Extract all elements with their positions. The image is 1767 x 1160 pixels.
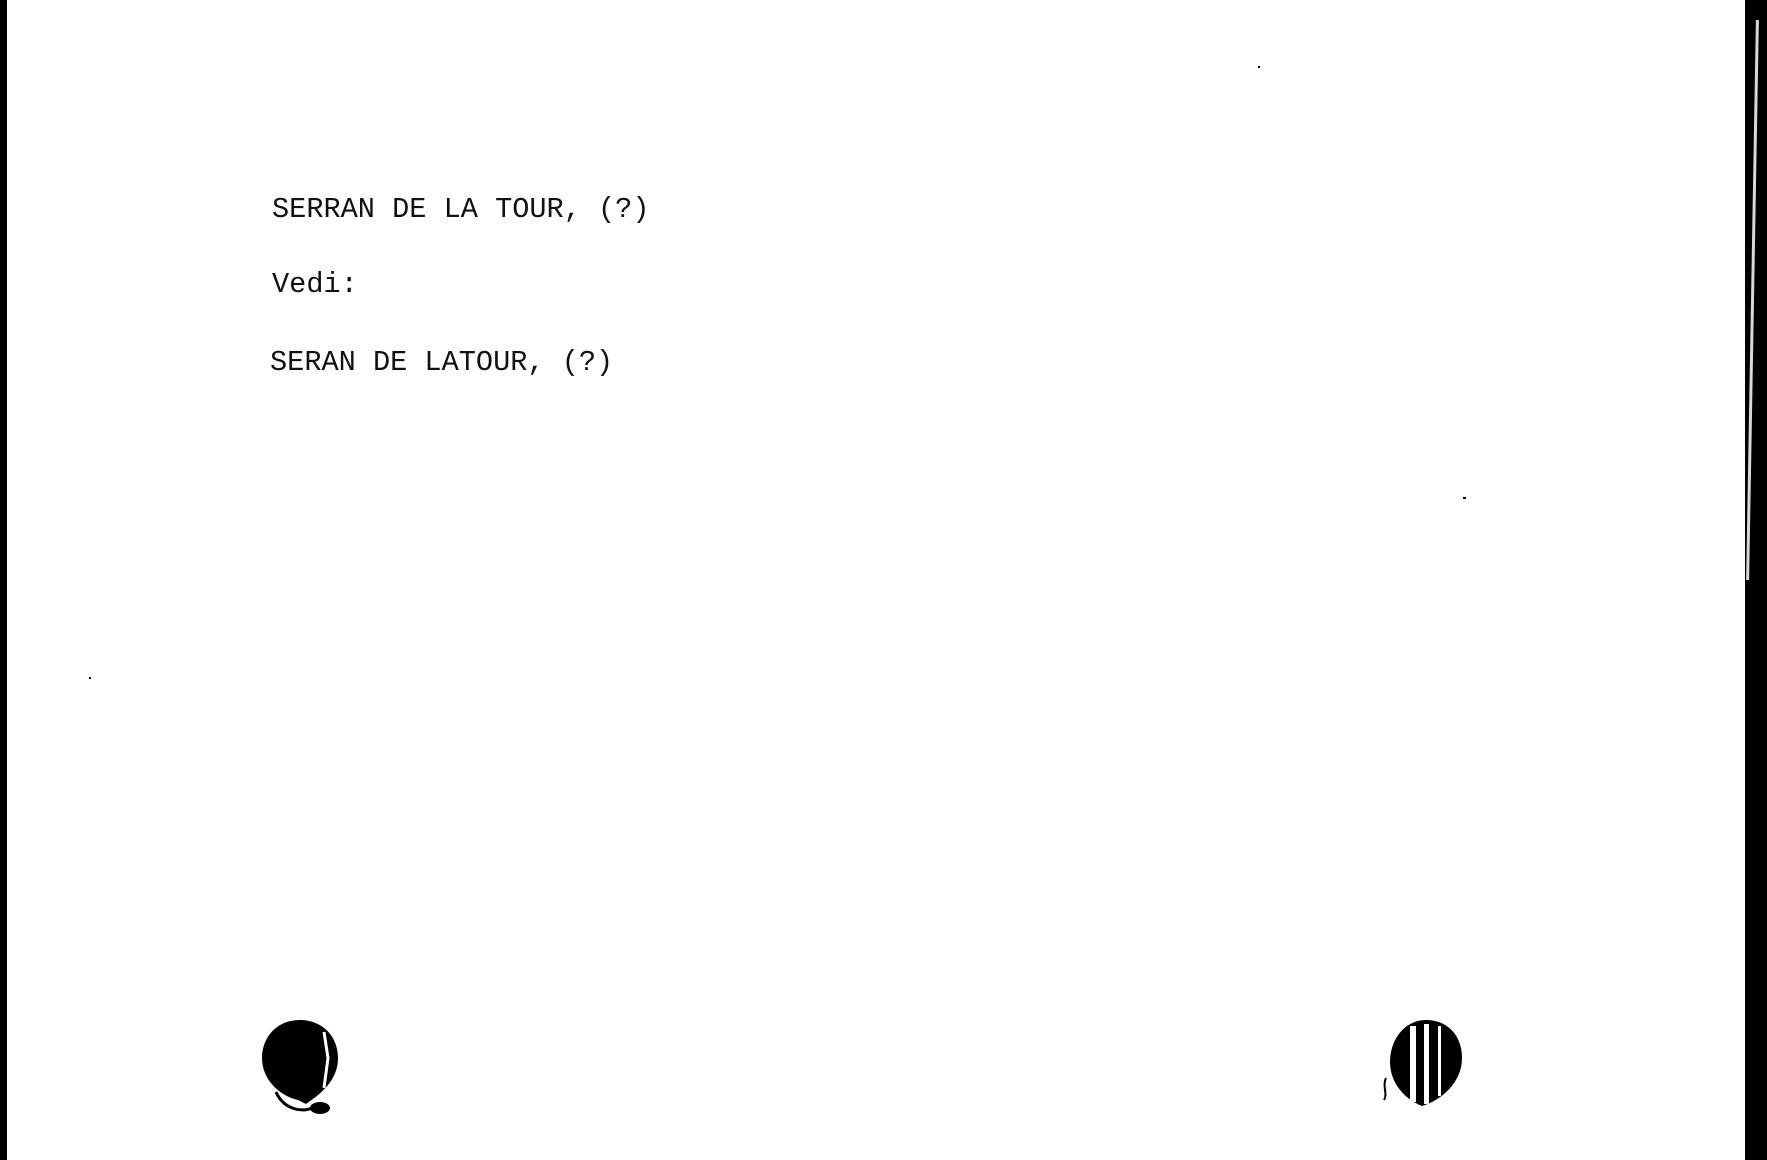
see-label: Vedi: [272, 268, 358, 301]
punch-hole-icon [262, 1020, 338, 1114]
scan-speck [1258, 66, 1260, 68]
scan-speck [1463, 497, 1466, 499]
card-heading: SERRAN DE LA TOUR, (?) [272, 193, 650, 226]
punch-hole-icon [1383, 1020, 1462, 1106]
card-left-border [0, 0, 7, 1160]
see-reference: SERAN DE LATOUR, (?) [270, 346, 614, 379]
scan-speck [89, 677, 91, 679]
card-right-border [1745, 0, 1767, 1160]
